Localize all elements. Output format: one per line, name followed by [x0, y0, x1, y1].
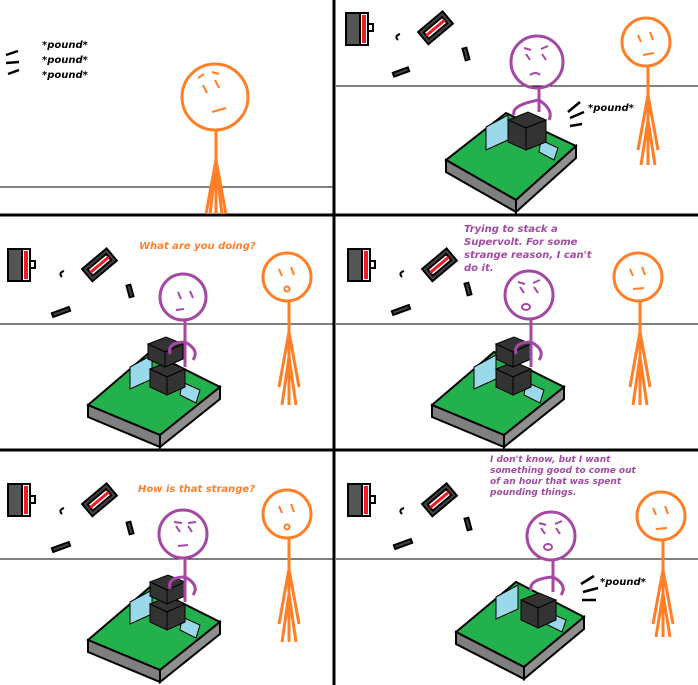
- panel-2-art: [336, 10, 698, 214]
- impact-marks: [580, 574, 599, 602]
- supervolt-block: [148, 574, 187, 631]
- speech-purple: I don't know, but I want something good …: [490, 455, 636, 498]
- panel-3-art: [0, 247, 333, 449]
- orange-stick-figure: [620, 16, 672, 166]
- orange-stick-figure: [635, 490, 687, 638]
- pound-sound: *pound*: [600, 577, 646, 588]
- purple-stick-figure: [158, 272, 208, 367]
- wall-tools: [7, 247, 135, 319]
- panel-2: *pound*: [336, 0, 698, 214]
- purple-stick-figure: [509, 34, 565, 121]
- panel-1: *pound* *pound* *pound*: [0, 0, 333, 214]
- pound-sound-3: *pound*: [42, 70, 88, 81]
- panel-4: Trying to stack a Supervolt. For some st…: [336, 217, 698, 449]
- supervolt-block: [506, 111, 548, 151]
- orange-stick-figure: [261, 251, 313, 406]
- pound-sound-1: *pound*: [42, 40, 88, 51]
- panel-3: What are you doing?: [0, 217, 333, 449]
- speech-orange: What are you doing?: [139, 241, 256, 252]
- wall-tools: [347, 247, 473, 317]
- panel-1-art: [0, 49, 333, 214]
- orange-stick-figure: [261, 488, 313, 643]
- wall-tools: [7, 482, 135, 554]
- panel-6-art: [336, 482, 698, 682]
- speech-orange: How is that strange?: [138, 484, 256, 495]
- orange-stick-figure: [180, 62, 250, 214]
- pound-sound: *pound*: [588, 103, 634, 114]
- lego-platform: [430, 350, 566, 449]
- lego-platform: [454, 580, 586, 682]
- supervolt-block: [519, 592, 558, 629]
- lego-platform: [86, 350, 222, 449]
- panel-5: How is that strange?: [0, 452, 333, 685]
- pound-sound-2: *pound*: [42, 55, 88, 66]
- speech-purple: Trying to stack a Supervolt. For some st…: [464, 224, 592, 274]
- purple-stick-figure: [525, 510, 577, 596]
- orange-stick-figure: [612, 251, 664, 406]
- wall-tools: [347, 482, 473, 551]
- panel-6: I don't know, but I want something good …: [336, 452, 698, 685]
- supervolt-block: [146, 336, 187, 396]
- panel-5-art: [0, 482, 333, 685]
- panel-4-art: [336, 247, 698, 449]
- wall-tools: [345, 10, 471, 78]
- lego-platform: [86, 585, 222, 685]
- purple-stick-figure: [503, 269, 555, 367]
- supervolt-block: [494, 336, 533, 396]
- purple-stick-figure: [157, 508, 209, 602]
- impact-marks: [567, 101, 585, 128]
- impact-marks: [5, 49, 20, 76]
